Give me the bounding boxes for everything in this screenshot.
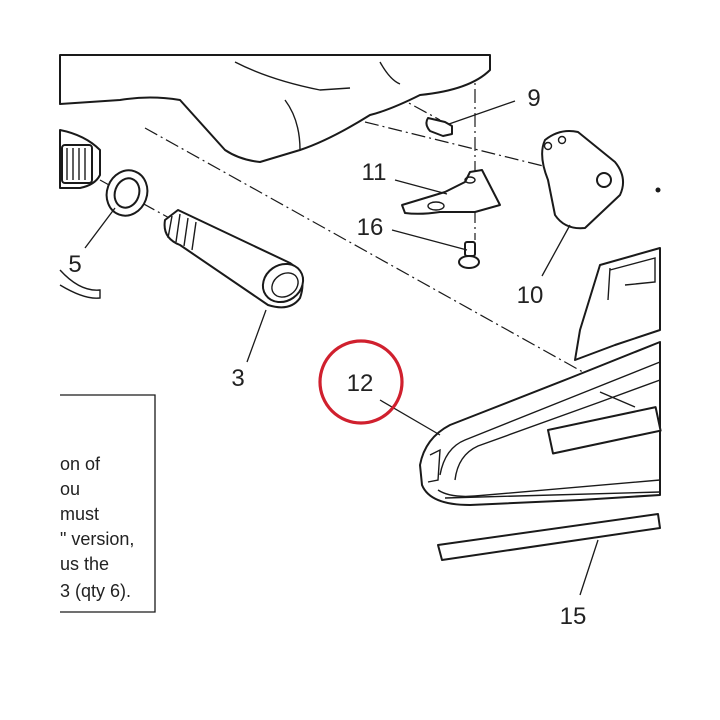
support-frame: [574, 247, 661, 361]
leader-lines: [84, 100, 599, 596]
note-line-4: " version,: [60, 529, 134, 549]
note-line-2: ou: [60, 479, 80, 499]
callouts: 9 11 16 10 5 3 12 15: [68, 85, 586, 630]
callout-16[interactable]: 16: [357, 214, 384, 241]
note-line-5: us the: [60, 554, 109, 574]
note-line-6: 3 (qty 6).: [60, 581, 131, 601]
housing-casting: [59, 54, 491, 163]
carriage-slot: [546, 406, 662, 455]
part-10-bracket: [541, 130, 661, 230]
part-5-seal-ring: [105, 169, 149, 217]
callout-11[interactable]: 11: [362, 159, 387, 186]
callout-10[interactable]: 10: [517, 282, 544, 309]
left-frame: [59, 129, 101, 299]
callout-3[interactable]: 3: [231, 365, 244, 392]
note-box: on of ou must " version, us the 3 (qty 6…: [60, 394, 156, 613]
part-15-strip: [437, 513, 661, 561]
callout-12[interactable]: 12: [347, 370, 374, 397]
part-12-carriage: [419, 341, 662, 506]
part-3-pivot-pin: [163, 209, 305, 309]
part-11-latch: [401, 169, 501, 215]
callout-5[interactable]: 5: [68, 251, 81, 278]
note-line-1: on of: [60, 454, 101, 474]
callout-9[interactable]: 9: [527, 85, 540, 112]
note-line-3: must: [60, 504, 99, 524]
highlight-ring: [318, 339, 404, 425]
part-16-screw: [458, 241, 480, 269]
part-9-screw: [425, 117, 453, 137]
callout-15[interactable]: 15: [560, 603, 587, 630]
